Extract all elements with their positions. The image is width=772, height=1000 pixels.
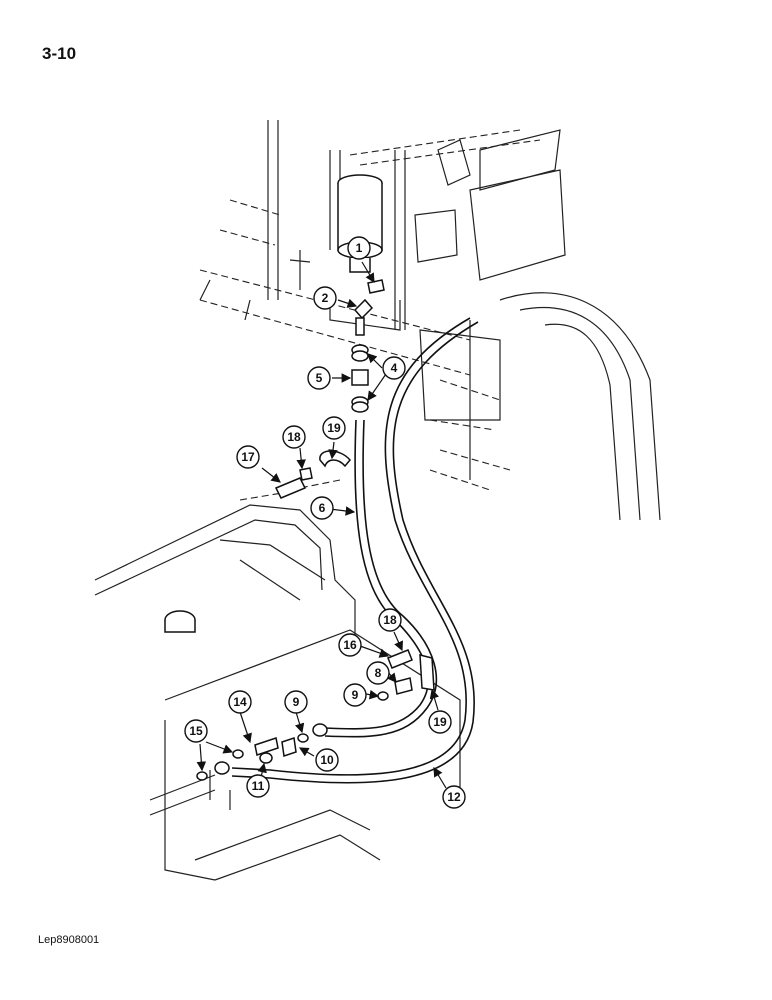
machine-frame-outline — [199, 120, 661, 521]
callout-1: 1 — [347, 236, 371, 260]
callout-14: 14 — [228, 690, 252, 714]
svg-text:14: 14 — [233, 695, 247, 709]
svg-text:12: 12 — [447, 790, 461, 804]
svg-text:2: 2 — [322, 291, 329, 305]
callout-15: 15 — [184, 719, 208, 743]
callout-16: 16 — [338, 633, 362, 657]
svg-text:4: 4 — [391, 361, 398, 375]
callout-2: 2 — [313, 286, 337, 310]
callout-11: 11 — [246, 774, 270, 798]
callout-12: 12 — [442, 785, 466, 809]
svg-text:1: 1 — [356, 241, 363, 255]
svg-text:5: 5 — [316, 371, 323, 385]
callout-19-upper: 19 — [322, 416, 346, 440]
svg-text:19: 19 — [433, 715, 447, 729]
svg-text:16: 16 — [343, 638, 357, 652]
svg-text:19: 19 — [327, 421, 341, 435]
svg-text:11: 11 — [252, 779, 265, 793]
hose-routing — [231, 317, 479, 784]
svg-text:18: 18 — [287, 430, 301, 444]
callout-17: 17 — [236, 445, 260, 469]
svg-text:18: 18 — [383, 613, 397, 627]
callout-5: 5 — [307, 366, 331, 390]
svg-text:15: 15 — [189, 724, 203, 738]
callout-9-upper: 9 — [284, 690, 308, 714]
svg-text:8: 8 — [375, 666, 382, 680]
callout-19-lower: 19 — [428, 710, 452, 734]
page-number: 3-10 — [42, 44, 77, 63]
callout-18-lower: 18 — [378, 608, 402, 632]
svg-text:17: 17 — [241, 450, 255, 464]
leader-lines — [196, 261, 447, 789]
callout-6: 6 — [310, 496, 334, 520]
callout-8: 8 — [366, 661, 390, 685]
callout-10: 10 — [315, 748, 339, 772]
svg-text:9: 9 — [352, 688, 359, 702]
illustration-reference: Lep8908001 — [38, 934, 100, 946]
svg-text:9: 9 — [293, 695, 300, 709]
callout-18-upper: 18 — [282, 425, 306, 449]
callout-9-lower: 9 — [343, 683, 367, 707]
svg-text:10: 10 — [320, 753, 334, 767]
svg-text:6: 6 — [319, 501, 326, 515]
callout-4: 4 — [382, 356, 406, 380]
